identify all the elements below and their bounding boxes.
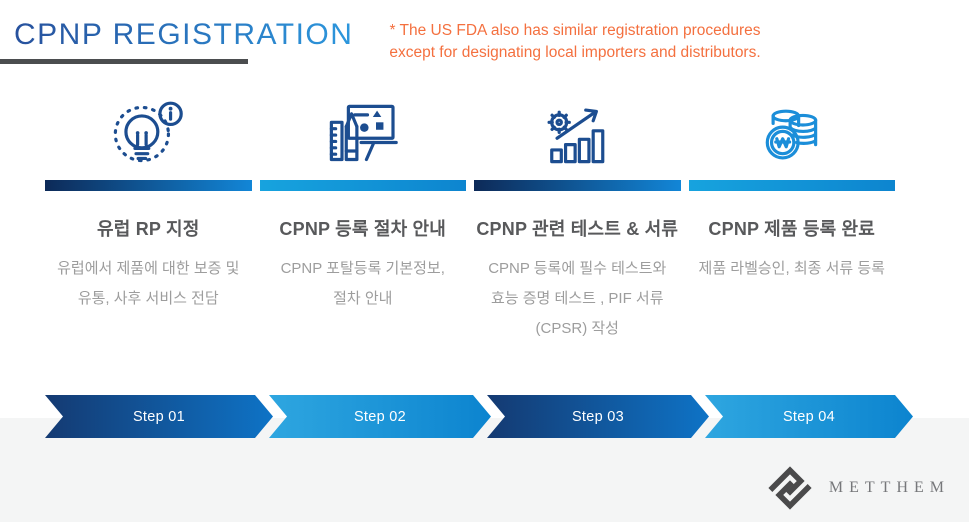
column-title: CPNP 등록 절차 안내 [279,219,447,239]
column-description: CPNP 등록에 필수 테스트와 효능 증명 테스트 , PIF 서류 (CPS… [488,260,667,337]
presentation-board-icon [260,100,467,180]
step-label: Step 01 [132,408,186,425]
idea-lightbulb-icon [45,100,252,180]
accent-bar [688,180,895,191]
accent-bar [45,180,252,191]
step-column-2: CPNP 등록 절차 안내 CPNP 포탈등록 기본정보, 절차 안내 [259,100,467,344]
column-description: 제품 라벨승인, 최종 서류 등록 [698,260,885,277]
step-label: Step 03 [571,408,625,425]
metthem-logo-icon [764,462,816,514]
step-column-1: 유럽 RP 지정 유럽에서 제품에 대한 보증 및 유통, 사후 서비스 전담 [45,100,252,344]
accent-bar [474,180,681,191]
step-columns: 유럽 RP 지정 유럽에서 제품에 대한 보증 및 유통, 사후 서비스 전담 [45,100,895,344]
step-arrow-3: Step 03 [487,395,709,438]
accent-bar [259,180,466,191]
step-label: Step 04 [782,408,836,425]
step-column-4: CPNP 제품 등록 완료 제품 라벨승인, 최종 서류 등록 [688,100,896,344]
won-coins-icon [689,100,896,180]
header: CPNP REGISTRATION [0,18,353,64]
step-arrow-2: Step 02 [269,395,491,438]
page-title: CPNP REGISTRATION [14,18,354,51]
step-arrow-4: Step 04 [705,395,913,438]
column-title: CPNP 제품 등록 완료 [708,219,876,239]
column-title: 유럽 RP 지정 [96,219,200,239]
fda-note: * The US FDA also has similar registrati… [389,22,761,61]
step-label: Step 02 [353,408,407,425]
step-arrow-row: Step 01 Step 02 Step 03 Step 04 [0,395,969,438]
column-description: 유럽에서 제품에 대한 보증 및 유통, 사후 서비스 전담 [57,260,240,307]
title-underline [0,59,248,64]
step-column-3: CPNP 관련 테스트 & 서류 CPNP 등록에 필수 테스트와 효능 증명 … [474,100,681,344]
step-arrow-1: Step 01 [45,395,273,438]
metthem-logo-text: METTHEM [828,479,950,496]
column-title: CPNP 관련 테스트 & 서류 [476,219,679,239]
column-description: CPNP 포탈등록 기본정보, 절차 안내 [280,260,445,307]
growth-chart-gear-icon [474,100,681,180]
metthem-logo: METTHEM [764,462,950,514]
